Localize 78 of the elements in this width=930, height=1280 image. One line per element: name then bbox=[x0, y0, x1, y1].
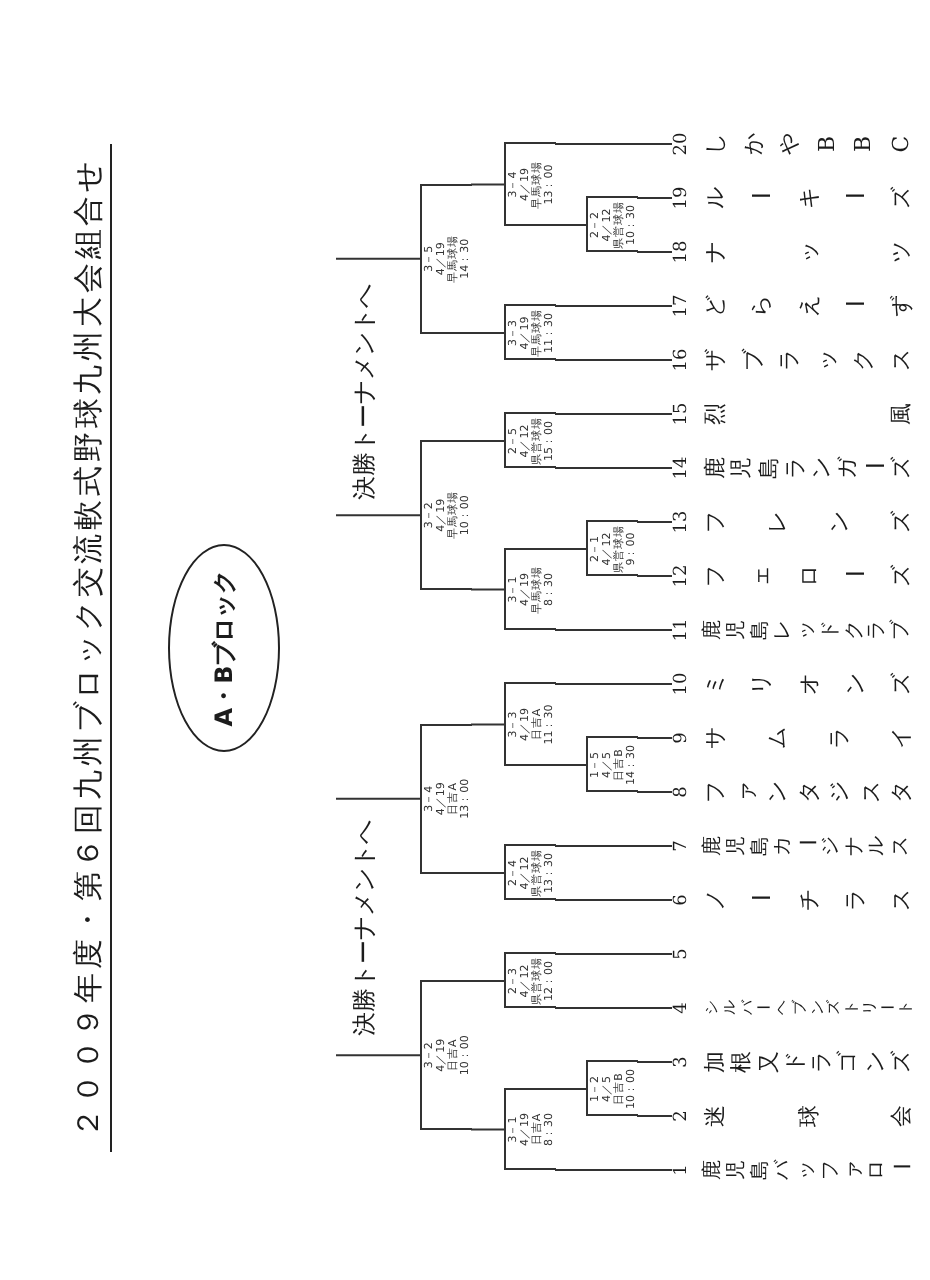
title: ２００９年度・第６回九州ブロック交流軟式野球九州大会組合せ bbox=[68, 144, 112, 1152]
bracket-line bbox=[554, 953, 673, 955]
bracket-line bbox=[554, 143, 673, 145]
bracket-line bbox=[554, 548, 587, 550]
bracket-line bbox=[470, 872, 505, 874]
team-number: 10 bbox=[672, 670, 694, 700]
note-text: 決勝トーナメントへ bbox=[350, 818, 378, 1040]
team-name: ナッツ bbox=[704, 239, 912, 265]
bracket-line bbox=[335, 1054, 421, 1057]
team-number: 18 bbox=[672, 238, 694, 268]
team-number: 17 bbox=[672, 292, 694, 322]
team-number: 2 bbox=[672, 1108, 694, 1126]
team-number: 1 bbox=[672, 1162, 694, 1180]
bracket-line bbox=[470, 332, 505, 334]
team-name: ザブラックス bbox=[704, 347, 912, 373]
team-name: 鹿児島カージナルス bbox=[704, 834, 912, 858]
bracket-line bbox=[470, 723, 505, 726]
bracket-line bbox=[554, 224, 587, 226]
bracket-line bbox=[554, 1007, 673, 1009]
team-number: 19 bbox=[672, 184, 694, 214]
team-number: 7 bbox=[672, 838, 694, 856]
bracket-line bbox=[470, 1128, 505, 1131]
bracket-line bbox=[554, 683, 673, 685]
team-name: ルーキーズ bbox=[704, 185, 912, 211]
team-number: 14 bbox=[672, 454, 694, 484]
note-text: 決勝トーナメントへ bbox=[350, 282, 378, 504]
team-number: 8 bbox=[672, 784, 694, 802]
team-number: 6 bbox=[672, 892, 694, 910]
bracket-line bbox=[554, 845, 673, 847]
bracket-line bbox=[554, 1088, 587, 1090]
team-name: 鹿児島バッファロー bbox=[704, 1158, 912, 1182]
team-name: 加根又ドラゴンズ bbox=[704, 1049, 912, 1075]
team-name: サムライ bbox=[704, 725, 912, 751]
bracket-line bbox=[554, 899, 673, 901]
team-name: ファンタジスタ bbox=[704, 779, 912, 805]
bracket-line bbox=[554, 629, 673, 631]
team-number: 15 bbox=[672, 400, 694, 430]
bracket-line bbox=[335, 257, 421, 260]
oval-label: A・Bブロック bbox=[168, 544, 280, 752]
team-number: 20 bbox=[672, 130, 694, 160]
bracket-line bbox=[636, 197, 673, 199]
bracket-line bbox=[554, 305, 673, 307]
bracket-line bbox=[636, 791, 673, 793]
team-number: 9 bbox=[672, 730, 694, 748]
bracket-line bbox=[554, 413, 673, 415]
team-number: 5 bbox=[672, 946, 694, 964]
bracket-line bbox=[554, 1169, 673, 1171]
bracket-line bbox=[335, 514, 421, 517]
team-name: フレンズ bbox=[704, 509, 912, 535]
team-name: しかやBBC bbox=[704, 131, 912, 157]
bracket-line bbox=[636, 1061, 673, 1063]
team-number: 11 bbox=[672, 616, 694, 646]
bracket-line bbox=[636, 575, 673, 577]
team-name: ミリオンズ bbox=[704, 671, 912, 697]
bracket-line bbox=[636, 251, 673, 253]
team-number: 3 bbox=[672, 1054, 694, 1072]
team-name: フェローズ bbox=[704, 563, 912, 589]
bracket-line bbox=[636, 521, 673, 523]
bracket-line bbox=[636, 1115, 673, 1117]
team-number: 4 bbox=[672, 1000, 694, 1018]
team-name: 鹿児島ランガーズ bbox=[704, 455, 912, 481]
bracket-line bbox=[470, 588, 505, 591]
team-name: 烈風 bbox=[704, 401, 912, 427]
bracket-line bbox=[470, 440, 505, 442]
bracket-line bbox=[554, 764, 587, 766]
team-number: 16 bbox=[672, 346, 694, 376]
bracket-line bbox=[554, 359, 673, 361]
bracket-line bbox=[554, 467, 673, 469]
team-name: どらえーず bbox=[704, 293, 912, 319]
team-name: 鹿児島レッドクラブ bbox=[704, 618, 912, 642]
bracket-line bbox=[470, 183, 505, 186]
bracket-line bbox=[470, 980, 505, 982]
team-number: 13 bbox=[672, 508, 694, 538]
bracket-line bbox=[335, 797, 421, 800]
team-name: 迷球会 bbox=[704, 1103, 912, 1129]
bracket-line bbox=[636, 737, 673, 739]
team-number: 12 bbox=[672, 562, 694, 592]
team-name: ノーチラス bbox=[704, 887, 912, 913]
